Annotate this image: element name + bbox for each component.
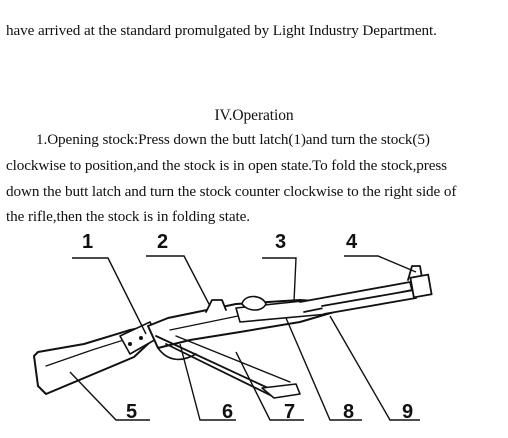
section-heading: IV.Operation <box>214 107 294 124</box>
paragraph-line-1: 1.Opening stock:Press down the butt latc… <box>36 131 430 148</box>
callout-3: 3 <box>275 231 287 253</box>
leader-8 <box>285 317 362 421</box>
stock-rivet-a <box>128 342 132 346</box>
paragraph-line-4: the rifle,then the stock is in folding s… <box>6 208 250 225</box>
muzzle <box>409 273 433 299</box>
stock-rivet-b <box>139 336 143 340</box>
leader-4 <box>344 255 417 273</box>
leader-lines <box>69 255 420 421</box>
bolt-handle <box>241 295 267 311</box>
callout-1: 1 <box>82 231 94 253</box>
stock-inner-line <box>45 337 131 367</box>
leader-3 <box>262 257 297 303</box>
callout-9: 9 <box>402 401 414 423</box>
leader-9 <box>329 315 420 421</box>
callout-2: 2 <box>157 231 169 253</box>
leader-1 <box>72 257 147 335</box>
paragraph-line-3: down the butt latch and turn the stock c… <box>6 183 457 200</box>
callout-6: 6 <box>222 401 234 423</box>
trigger-guard <box>157 347 197 361</box>
fold-rod-brace <box>175 335 291 383</box>
callout-7: 7 <box>284 401 296 423</box>
paragraph-line-2: clockwise to position,and the stock is i… <box>6 157 447 174</box>
leader-6 <box>179 343 236 421</box>
fold-rod-foot <box>261 383 301 399</box>
callout-5: 5 <box>126 401 138 423</box>
leader-2 <box>146 255 211 307</box>
intro-text: have arrived at the standard promulgated… <box>6 22 437 39</box>
leader-5 <box>69 371 150 421</box>
fold-rod-upper <box>155 335 269 389</box>
rifle-drawing <box>33 265 433 399</box>
leader-7 <box>235 351 304 421</box>
callout-4: 4 <box>346 231 358 253</box>
callout-8: 8 <box>343 401 355 423</box>
rear-sight <box>205 299 227 313</box>
